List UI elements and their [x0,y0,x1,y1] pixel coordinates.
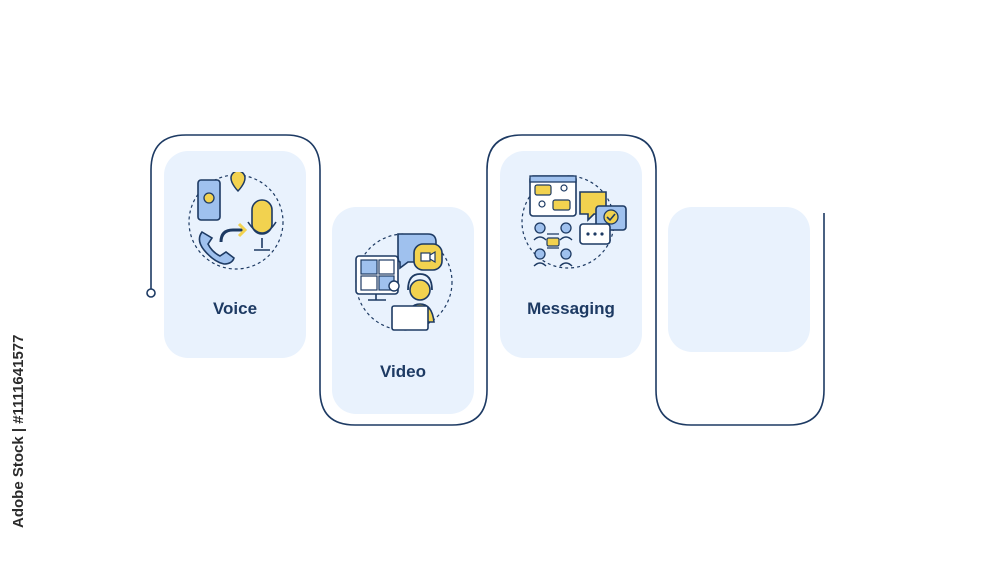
step-label-video: Video [380,362,426,381]
stock-watermark: Adobe Stock | #1111641577 [6,330,32,530]
video-conference-icon [355,233,453,331]
step-label-messaging: Messaging [527,299,615,318]
start-dot [146,288,156,298]
watermark-text: Adobe Stock | #1111641577 [10,334,27,529]
messaging-chat-icon [521,175,627,269]
step-label-voice: Voice [212,299,258,318]
step-card-empty [668,207,810,352]
voice-call-icon [188,172,284,270]
